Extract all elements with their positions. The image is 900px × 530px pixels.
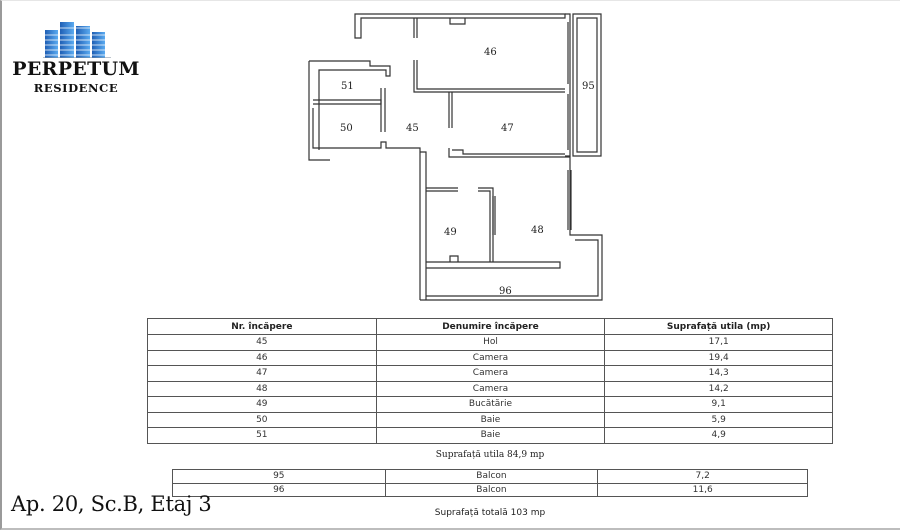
room-area: 17,1 xyxy=(604,334,833,351)
room-area: 19,4 xyxy=(604,349,833,366)
table-row: 48 Camera 14,2 xyxy=(147,380,833,397)
balcony-table: 95 Balcon 7,2 96 Balcon 11,6 xyxy=(172,469,808,497)
table-row: 45 Hol 17,1 xyxy=(147,334,833,351)
room-name: Hol xyxy=(375,334,606,351)
room-45-label: 45 xyxy=(406,123,419,134)
room-name: Camera xyxy=(375,380,606,397)
header-room-name: Denumire încăpere xyxy=(375,318,606,335)
table-header-row: Nr. încăpere Denumire încăpere Suprafață… xyxy=(147,318,833,335)
table-row: 96 Balcon 11,6 xyxy=(172,482,808,497)
balcony-area: 11,6 xyxy=(597,482,808,497)
room-name: Bucătărie xyxy=(375,396,606,413)
balcony-number: 96 xyxy=(172,482,386,497)
balcony-number: 95 xyxy=(172,469,386,484)
room-number: 45 xyxy=(147,334,377,351)
table-row: 51 Baie 4,9 xyxy=(147,427,833,444)
apartment-label: Ap. 20, Sc.B, Etaj 3 xyxy=(11,492,212,516)
room-95-label: 95 xyxy=(582,81,595,92)
room-51-label: 51 xyxy=(341,81,354,92)
room-number: 48 xyxy=(147,380,377,397)
brand-name: PERPETUM xyxy=(12,58,140,80)
room-46-label: 46 xyxy=(484,47,497,58)
header-room-number: Nr. încăpere xyxy=(147,318,377,335)
brand-logo: PERPETUM RESIDENCE xyxy=(10,20,140,100)
balcony-name: Balcon xyxy=(384,469,599,484)
room-name: Baie xyxy=(375,427,606,444)
room-number: 50 xyxy=(147,411,377,428)
room-area: 14,2 xyxy=(604,380,833,397)
table-row: 47 Camera 14,3 xyxy=(147,365,833,382)
room-number: 46 xyxy=(147,349,377,366)
brand-subtitle: RESIDENCE xyxy=(33,81,119,95)
balcony-name: Balcon xyxy=(384,482,599,497)
table-row: 50 Baie 5,9 xyxy=(147,411,833,428)
room-name: Baie xyxy=(375,411,606,428)
room-96-label: 96 xyxy=(499,286,512,297)
room-50-label: 50 xyxy=(340,123,353,134)
table-row: 49 Bucătărie 9,1 xyxy=(147,396,833,413)
room-number: 49 xyxy=(147,396,377,413)
room-area: 9,1 xyxy=(604,396,833,413)
room-name: Camera xyxy=(375,365,606,382)
balcony-area: 7,2 xyxy=(597,469,808,484)
room-number: 47 xyxy=(147,365,377,382)
room-area: 4,9 xyxy=(604,427,833,444)
room-name: Camera xyxy=(375,349,606,366)
total-area: Suprafață totală 103 mp xyxy=(434,508,546,518)
room-number: 51 xyxy=(147,427,377,444)
room-49-label: 49 xyxy=(444,227,457,238)
floor-plan: 46 95 51 50 45 47 49 48 96 xyxy=(308,13,603,301)
rooms-table: Nr. încăpere Denumire încăpere Suprafață… xyxy=(147,318,833,444)
room-47-label: 47 xyxy=(501,123,514,134)
room-area: 5,9 xyxy=(604,411,833,428)
header-useful-area: Suprafață utila (mp) xyxy=(604,318,833,335)
buildings-icon xyxy=(43,22,111,58)
table-row: 95 Balcon 7,2 xyxy=(172,469,808,484)
room-area: 14,3 xyxy=(604,365,833,382)
table-row: 46 Camera 19,4 xyxy=(147,349,833,366)
room-48-label: 48 xyxy=(531,225,544,236)
useful-area-total: Suprafață utila 84,9 mp xyxy=(435,450,545,460)
